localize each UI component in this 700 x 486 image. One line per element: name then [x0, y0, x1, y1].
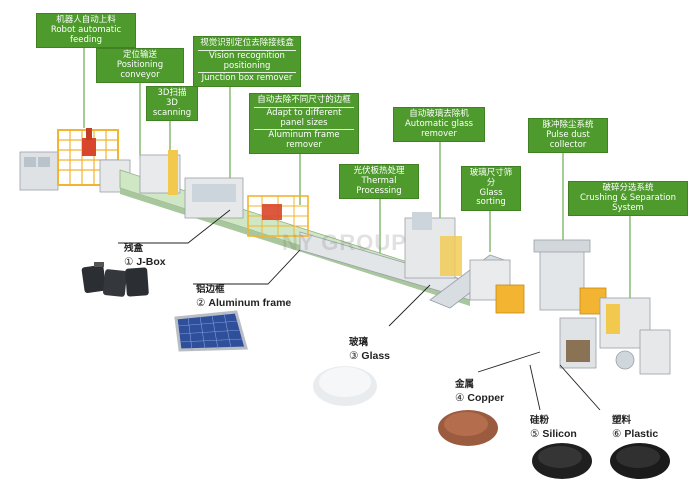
plastic-sample — [610, 443, 670, 479]
glass-sample — [313, 366, 377, 406]
jbox-sample — [81, 262, 149, 297]
robot-cell — [19, 128, 131, 193]
silicon-sample — [532, 443, 592, 479]
crushing-separation-system — [559, 297, 671, 375]
glass-sorting-conveyor — [429, 254, 511, 309]
scanning-machines — [139, 150, 309, 237]
aluminum-frame-sample — [174, 310, 248, 352]
pulse-dust-collector — [495, 239, 607, 315]
copper-sample — [438, 410, 498, 446]
output-leader-lines — [118, 209, 601, 411]
glass-remover-machine — [404, 212, 462, 279]
watermark: NY GROUP — [282, 230, 407, 255]
